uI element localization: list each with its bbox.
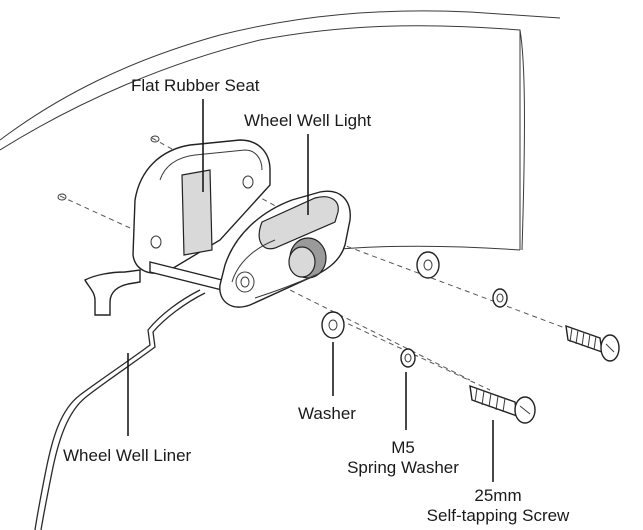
label-spring-washer-name: Spring Washer: [347, 458, 459, 477]
self-tapping-screw-lower: [469, 384, 536, 424]
label-screw-length: 25mm: [474, 486, 522, 505]
mounting-tube: [84, 269, 141, 316]
label-self-tapping-screw: 25mm Self-tapping Screw: [408, 486, 588, 526]
wheel-well-liner-wire: [34, 289, 206, 530]
label-washer: Washer: [298, 404, 356, 423]
wheel-well-light: [219, 190, 351, 308]
flat-rubber-seat: [132, 139, 271, 274]
self-tapping-screw-upper: [565, 324, 620, 362]
spring-washer-lower: [400, 348, 416, 368]
label-screw-name: Self-tapping Screw: [426, 506, 570, 525]
washer-lower: [321, 311, 345, 339]
vehicle-body-outline: [0, 10, 561, 251]
label-wheel-well-light: Wheel Well Light: [244, 111, 372, 130]
label-wheel-well-liner: Wheel Well Liner: [63, 446, 192, 465]
spring-washer-upper: [492, 288, 508, 308]
callout-leaders: [127, 99, 494, 482]
label-flat-rubber-seat: Flat Rubber Seat: [131, 76, 260, 95]
washer-upper: [416, 251, 440, 279]
label-spring-washer-size: M5: [391, 438, 415, 457]
body-mounting-holes: [57, 135, 160, 201]
label-spring-washer: M5 Spring Washer: [333, 438, 473, 478]
connecting-rod: [149, 261, 231, 293]
